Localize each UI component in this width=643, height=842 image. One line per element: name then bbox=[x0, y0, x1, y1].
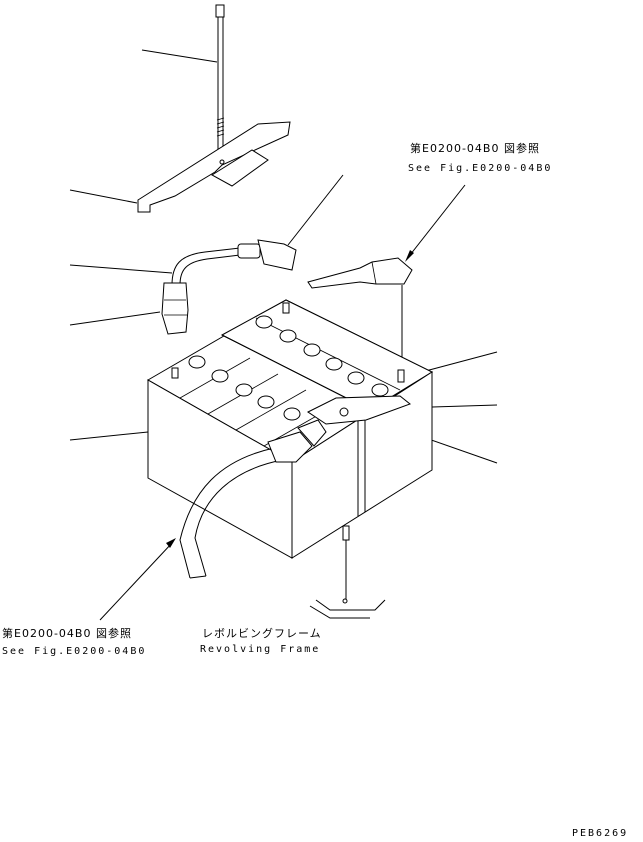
drawing-code: PEB6269 bbox=[572, 828, 628, 839]
arrowhead-ref-top bbox=[405, 250, 414, 262]
leader-line-ref-bottom bbox=[99, 542, 173, 621]
leader-line-cable bbox=[69, 264, 173, 274]
ref-bottom-en: See Fig.E0200-04B0 bbox=[2, 646, 146, 657]
cell-caps bbox=[188, 315, 389, 421]
battery-cable bbox=[161, 239, 297, 335]
leader-line-bolt bbox=[141, 49, 218, 63]
hold-down-plate bbox=[307, 395, 412, 425]
leader-line-ref-top bbox=[409, 184, 466, 256]
leader-line-boot bbox=[69, 311, 161, 326]
frame-label-jp: レボルビングフレーム bbox=[202, 626, 322, 640]
frame-label-en: Revolving Frame bbox=[200, 644, 320, 655]
front-cable bbox=[179, 419, 327, 579]
frame-bolt bbox=[309, 525, 386, 619]
battery-bracket bbox=[137, 121, 291, 213]
battery-pack bbox=[146, 299, 434, 559]
ref-top-jp: 第E0200-04B0 図参照 bbox=[410, 141, 540, 155]
leader-line-battery bbox=[69, 431, 149, 441]
ref-bottom-jp: 第E0200-04B0 図参照 bbox=[2, 626, 132, 640]
terminal-post-right bbox=[397, 369, 405, 383]
leader-line-cable-end bbox=[287, 174, 344, 246]
terminal-post-left bbox=[171, 367, 179, 379]
hold-down-bolt bbox=[215, 4, 225, 150]
terminal-post-top bbox=[282, 302, 290, 314]
leader-line-terminal bbox=[417, 351, 498, 374]
battery-terminal-lead bbox=[307, 257, 413, 370]
ref-top-en: See Fig.E0200-04B0 bbox=[408, 163, 552, 174]
leader-line-bracket bbox=[69, 189, 138, 204]
arrowhead-ref-bottom bbox=[166, 538, 176, 548]
